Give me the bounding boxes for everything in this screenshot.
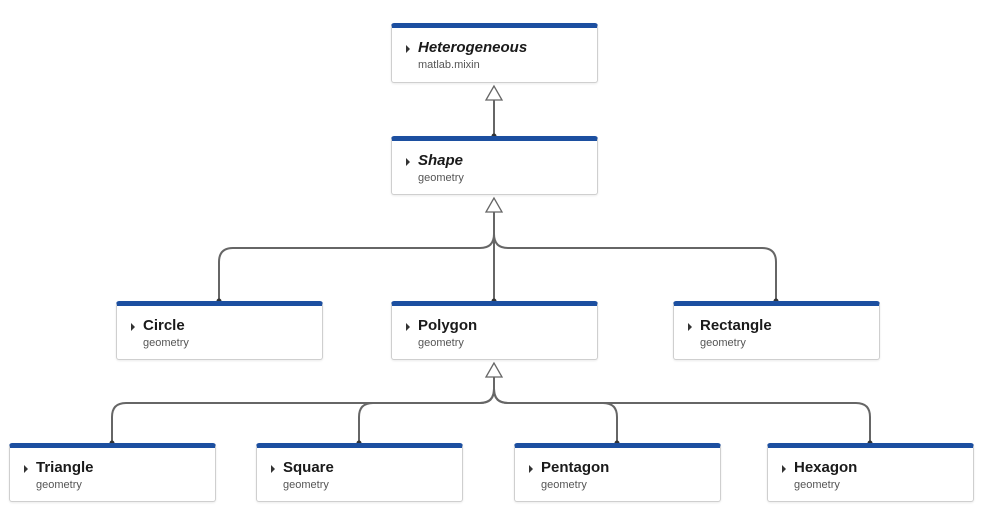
expand-caret-icon[interactable] — [131, 323, 135, 331]
package-name: geometry — [418, 337, 464, 349]
class-name: Square — [283, 459, 334, 476]
package-name: matlab.mixin — [418, 59, 480, 71]
class-header: Rectangle — [688, 318, 772, 334]
class-node-polygon[interactable]: Polygon geometry — [391, 301, 598, 360]
class-name: Pentagon — [541, 459, 610, 476]
edge-circle-to-shape — [218, 233, 495, 301]
package-name: geometry — [143, 337, 189, 349]
edge-hexagon-to-polygon — [493, 388, 871, 443]
expand-caret-icon[interactable] — [406, 158, 410, 166]
class-node-pentagon[interactable]: Pentagon geometry — [514, 443, 721, 502]
expand-caret-icon[interactable] — [271, 465, 275, 473]
class-node-heterogeneous[interactable]: Heterogeneous matlab.mixin — [391, 23, 598, 83]
expand-caret-icon[interactable] — [529, 465, 533, 473]
edge-rectangle-to-shape — [493, 233, 777, 301]
class-node-rectangle[interactable]: Rectangle geometry — [673, 301, 880, 360]
class-name: Rectangle — [700, 317, 772, 334]
class-header: Triangle — [24, 460, 94, 476]
inheritance-arrowhead — [484, 361, 504, 378]
class-name: Heterogeneous — [418, 39, 528, 56]
class-header: Polygon — [406, 318, 477, 334]
class-name: Circle — [143, 317, 185, 334]
class-name: Triangle — [36, 459, 94, 476]
class-name: Polygon — [418, 317, 478, 334]
class-node-circle[interactable]: Circle geometry — [116, 301, 323, 360]
edge-triangle-to-polygon — [111, 388, 495, 443]
package-name: geometry — [418, 172, 464, 184]
class-name: Hexagon — [794, 459, 858, 476]
edge-square-to-polygon — [358, 388, 495, 443]
package-name: geometry — [283, 479, 329, 491]
class-node-hexagon[interactable]: Hexagon geometry — [767, 443, 974, 502]
class-node-shape[interactable]: Shape geometry — [391, 136, 598, 195]
expand-caret-icon[interactable] — [406, 323, 410, 331]
expand-caret-icon[interactable] — [406, 45, 410, 53]
class-header: Hexagon — [782, 460, 857, 476]
class-node-triangle[interactable]: Triangle geometry — [9, 443, 216, 502]
class-header: Square — [271, 460, 334, 476]
expand-caret-icon[interactable] — [782, 465, 786, 473]
inheritance-arrowhead — [484, 84, 504, 101]
package-name: geometry — [700, 337, 746, 349]
class-node-square[interactable]: Square geometry — [256, 443, 463, 502]
package-name: geometry — [541, 479, 587, 491]
class-name: Shape — [418, 152, 464, 169]
package-name: geometry — [36, 479, 82, 491]
class-header: Pentagon — [529, 460, 609, 476]
class-header: Shape — [406, 153, 463, 169]
edge-pentagon-to-polygon — [493, 388, 618, 443]
expand-caret-icon[interactable] — [688, 323, 692, 331]
expand-caret-icon[interactable] — [24, 465, 28, 473]
class-header: Circle — [131, 318, 185, 334]
package-name: geometry — [794, 479, 840, 491]
inheritance-arrowhead — [484, 196, 504, 213]
class-header: Heterogeneous — [406, 40, 527, 56]
